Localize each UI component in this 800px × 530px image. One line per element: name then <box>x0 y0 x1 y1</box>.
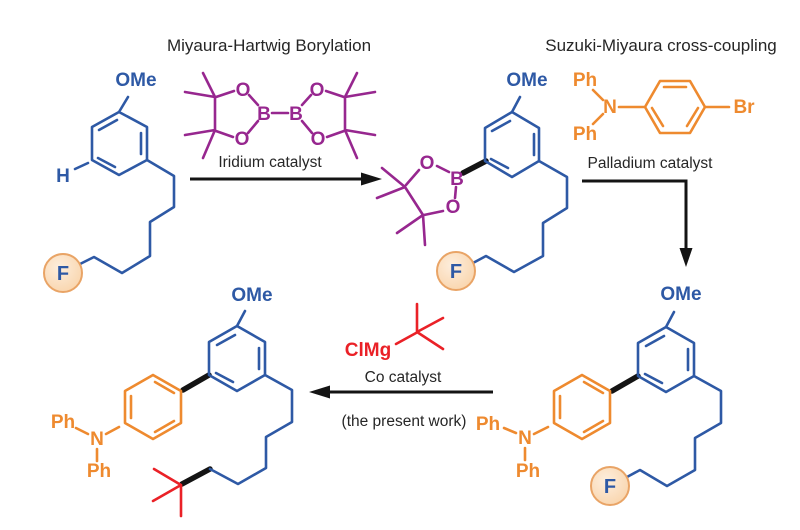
boron-label: B <box>257 104 271 125</box>
step2-title: Suzuki-Miyaura cross-coupling <box>545 36 776 55</box>
boron-label: B <box>450 169 464 190</box>
boronate-aryl-bonds <box>471 95 569 274</box>
boronate-product: OMe B O O <box>375 70 569 274</box>
clmg-label: ClMg <box>345 340 391 361</box>
aryl-bromide-atoms: Ph Ph N Br <box>573 70 755 145</box>
methoxy-label: OMe <box>115 70 156 91</box>
methoxy-label: OMe <box>506 70 547 91</box>
fluorine-tag-labels: F F F <box>57 261 616 498</box>
new-bond-biaryl-right <box>609 373 641 394</box>
borylation-arrow <box>190 172 382 186</box>
substrate-bonds <box>73 95 176 275</box>
new-bonds <box>179 158 641 487</box>
final-product-aniline-bonds <box>74 373 183 463</box>
step1-title: Miyaura-Hartwig Borylation <box>167 36 371 55</box>
alkylation-arrow <box>309 385 493 399</box>
final-product-tbu-bonds <box>151 467 183 518</box>
phenyl-label: Ph <box>476 414 500 435</box>
coupling-product: OMe Ph N Ph <box>476 284 723 488</box>
new-bond-alkyl-tbu <box>179 466 213 487</box>
final-product-aniline-atoms: Ph N Ph <box>51 412 111 482</box>
aryl-bromide-bonds <box>591 79 731 135</box>
oxygen-label: O <box>235 129 250 150</box>
nitrogen-label: N <box>518 428 532 449</box>
bromine-label: Br <box>733 97 755 118</box>
step2-catalyst-label: Palladium catalyst <box>588 155 714 172</box>
coupling-arrow <box>582 179 693 267</box>
tbu-grignard-reagent: ClMg <box>345 302 445 361</box>
boron-label: B <box>289 104 303 125</box>
aryl-h-label: H <box>56 166 70 187</box>
coupling-arrow-shaft <box>582 179 688 250</box>
oxygen-label: O <box>446 197 461 218</box>
final-product-aryl-bonds <box>207 309 294 486</box>
final-product: OMe Ph N Ph <box>51 285 294 518</box>
phenyl-label: Ph <box>573 124 597 145</box>
step3-note-label: (the present work) <box>342 413 467 430</box>
substrate-atoms: OMe H <box>56 70 156 187</box>
nitrogen-label: N <box>90 429 104 450</box>
coupling-product-aryl-atoms: OMe <box>660 284 701 305</box>
b2pin2-bonds <box>183 71 377 160</box>
methoxy-label: OMe <box>660 284 701 305</box>
phenyl-label: Ph <box>516 461 540 482</box>
aryl-bromide-reagent: Ph Ph N Br <box>573 70 755 145</box>
b2pin2-atoms: O O B B O O <box>235 80 326 150</box>
fluorine-label: F <box>450 261 462 283</box>
fluorine-label: F <box>604 476 616 498</box>
oxygen-label: O <box>310 80 325 101</box>
oxygen-label: O <box>420 153 435 174</box>
coupling-product-aniline-atoms: Ph N Ph <box>476 414 540 482</box>
coupling-product-aniline-bonds <box>502 373 612 462</box>
coupling-arrowhead-icon <box>679 248 693 267</box>
b2pin2-reagent: O O B B O O <box>183 71 377 160</box>
substrate-arene: OMe H <box>56 70 176 275</box>
captions: Miyaura-Hartwig Borylation Suzuki-Miyaur… <box>167 36 777 430</box>
fluorine-tag-circle <box>590 466 630 506</box>
pinacol-boronate-bonds <box>375 164 458 247</box>
tbu-grignard-bonds <box>394 302 445 351</box>
alkylation-arrowhead-icon <box>309 385 330 399</box>
step1-catalyst-label: Iridium catalyst <box>218 154 322 171</box>
methoxy-label: OMe <box>231 285 272 306</box>
fluorine-label: F <box>57 263 69 285</box>
pinacol-boronate-atoms: B O O <box>420 153 464 218</box>
step3-catalyst-label: Co catalyst <box>365 369 442 386</box>
phenyl-label: Ph <box>573 70 597 91</box>
coupling-product-aryl-bonds <box>625 310 723 488</box>
borylation-arrowhead-icon <box>361 172 382 186</box>
new-bond-aryl-boron <box>460 158 489 176</box>
final-product-aryl-atoms: OMe <box>231 285 272 306</box>
oxygen-label: O <box>311 129 326 150</box>
new-bond-biaryl-left <box>180 372 212 393</box>
phenyl-label: Ph <box>51 412 75 433</box>
fluorine-tag-circle <box>436 251 476 291</box>
phenyl-label: Ph <box>87 461 111 482</box>
oxygen-label: O <box>236 80 251 101</box>
fluorine-tag-circle <box>43 253 83 293</box>
fluorine-tags <box>43 251 630 506</box>
nitrogen-label: N <box>603 97 617 118</box>
boronate-aryl-atoms: OMe <box>506 70 547 91</box>
